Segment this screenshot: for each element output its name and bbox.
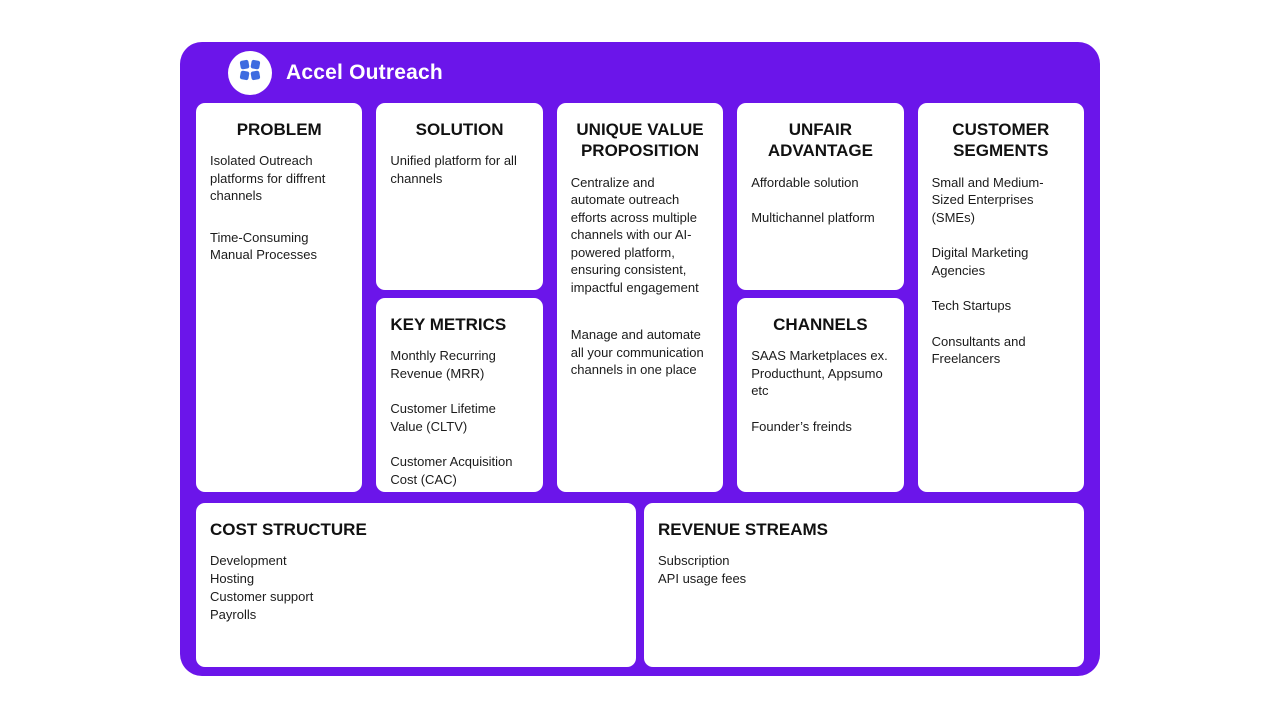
- cost-structure-card: COST STRUCTURE Development Hosting Custo…: [196, 503, 636, 667]
- problem-item: Time-Consuming Manual Processes: [210, 229, 317, 263]
- canvas-grid-top: PROBLEM Isolated Outreach platforms for …: [196, 103, 1084, 492]
- lean-canvas-board: Accel Outreach PROBLEM Isolated Outreach…: [180, 42, 1100, 676]
- unfair-advantage-item: Affordable solution: [751, 174, 859, 190]
- revenue-streams-item: Subscription: [658, 553, 730, 569]
- brand-logo: [228, 50, 272, 95]
- cost-structure-item: Hosting: [210, 571, 255, 587]
- cost-structure-item: Payrolls: [210, 607, 257, 623]
- revenue-streams-item: API usage fees: [658, 571, 747, 587]
- channels-item: SAAS Marketplaces ex. Producthunt, Appsu…: [751, 348, 888, 399]
- unique-value-proposition-item: Manage and automate all your communicati…: [570, 327, 704, 378]
- cost-structure-item: Development: [210, 553, 287, 569]
- problem-card: PROBLEM Isolated Outreach platforms for …: [196, 103, 363, 492]
- cost-structure-title: COST STRUCTURE: [210, 520, 367, 539]
- revenue-streams-title: REVENUE STREAMS: [658, 520, 829, 539]
- unique-value-proposition-item: Centralize and automate outreach efforts…: [570, 174, 699, 295]
- unfair-advantage-card: UNFAIR ADVANTAGE Affordable solution Mul…: [737, 103, 904, 290]
- customer-segments-title: CUSTOMER SEGMENTS: [952, 120, 1050, 161]
- channels-item: Founder’s freinds: [751, 418, 852, 434]
- solution-item: Unified platform for all channels: [390, 153, 517, 186]
- customer-segments-item: Tech Startups: [931, 298, 1012, 314]
- customer-segments-item: Consultants and Freelancers: [931, 333, 1026, 367]
- revenue-streams-card: REVENUE STREAMS Subscription API usage f…: [644, 503, 1084, 667]
- blue-squares-icon: [237, 57, 263, 88]
- canvas-header: Accel Outreach: [196, 42, 1084, 103]
- solution-card: SOLUTION Unified platform for all channe…: [376, 103, 543, 290]
- customer-segments-item: Digital Marketing Agencies: [931, 245, 1029, 278]
- key-metrics-item: Customer Lifetime Value (CLTV): [390, 401, 496, 434]
- key-metrics-card: KEY METRICS Monthly Recurring Revenue (M…: [376, 298, 543, 492]
- channels-card: CHANNELS SAAS Marketplaces ex. Producthu…: [737, 298, 904, 492]
- channels-title: CHANNELS: [773, 315, 868, 334]
- key-metrics-item: Monthly Recurring Revenue (MRR): [390, 348, 496, 381]
- unique-value-proposition-title: UNIQUE VALUE PROPOSITION: [576, 120, 704, 161]
- unfair-advantage-title: UNFAIR ADVANTAGE: [767, 120, 873, 161]
- problem-title: PROBLEM: [236, 120, 322, 139]
- brand-title: Accel Outreach: [286, 60, 443, 84]
- problem-item: Isolated Outreach platforms for diffrent…: [210, 153, 326, 204]
- unique-value-proposition-card: UNIQUE VALUE PROPOSITION Centralize and …: [556, 103, 724, 492]
- key-metrics-item: Customer Acquisition Cost (CAC): [390, 454, 513, 487]
- customer-segments-item: Small and Medium-Sized Enterprises (SMEs…: [931, 174, 1044, 225]
- unfair-advantage-item: Multichannel platform: [751, 210, 875, 226]
- key-metrics-title: KEY METRICS: [390, 315, 507, 334]
- cost-structure-item: Customer support: [210, 589, 314, 605]
- customer-segments-card: CUSTOMER SEGMENTS Small and Medium-Sized…: [917, 103, 1084, 492]
- solution-title: SOLUTION: [415, 120, 504, 139]
- canvas-grid-bottom: COST STRUCTURE Development Hosting Custo…: [196, 503, 1084, 667]
